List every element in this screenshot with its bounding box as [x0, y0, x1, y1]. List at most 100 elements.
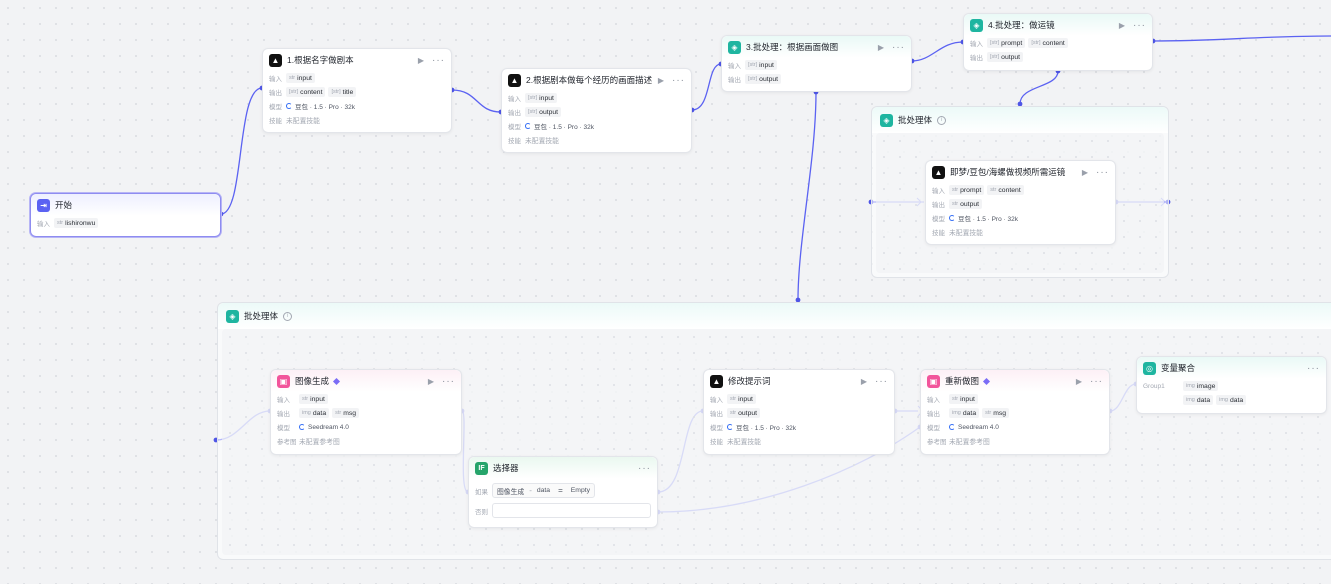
- input-label: 输入: [970, 41, 983, 48]
- model-value: 豆包 · 1.5 · Pro · 32k: [727, 422, 796, 432]
- else-label: 否则: [475, 508, 488, 516]
- batch-title: 批处理体: [898, 115, 933, 125]
- run-icon[interactable]: ▶: [657, 75, 664, 85]
- var-tag: [str]title: [328, 87, 357, 97]
- node-header: ▲ 1.根据名字做剧本 ▶ ···: [263, 49, 451, 71]
- aggregate-icon: ◎: [1143, 361, 1156, 375]
- run-icon[interactable]: ▶: [860, 376, 867, 386]
- input-label: 输入: [37, 221, 50, 228]
- more-icon[interactable]: ···: [432, 54, 445, 66]
- llm-icon: ▲: [710, 374, 723, 388]
- model-value: Seedream 4.0: [299, 424, 349, 431]
- more-icon[interactable]: ···: [1133, 19, 1146, 31]
- batch-header: ◈ 批处理体 i: [218, 303, 1331, 329]
- info-icon[interactable]: i: [283, 311, 293, 321]
- node-header: ▲ 修改提示词 ▶ ···: [704, 370, 894, 392]
- else-box[interactable]: [492, 503, 651, 518]
- run-icon[interactable]: ▶: [427, 376, 434, 386]
- batch-icon: ◈: [970, 18, 983, 32]
- node-selector[interactable]: IF 选择器 ··· 如果 图像生成- data = Empty 否则: [468, 456, 658, 528]
- more-icon[interactable]: ···: [1307, 362, 1320, 374]
- node-title: 1.根据名字做剧本: [287, 55, 354, 65]
- more-icon[interactable]: ···: [875, 375, 888, 387]
- more-icon[interactable]: ···: [1090, 375, 1103, 387]
- run-icon[interactable]: ▶: [1075, 376, 1082, 386]
- input-label: 输入: [932, 188, 945, 195]
- node-batch-camera[interactable]: ◈ 4.批处理：做运镜 ▶ ··· 输入 [str]prompt [str]co…: [963, 13, 1153, 71]
- node-title: 开始: [55, 200, 73, 210]
- node-scene-desc[interactable]: ▲ 2.根据剧本做每个经历的画面描述 ▶ ··· 输入 [str]input 输…: [501, 68, 692, 153]
- model-label: 模型: [927, 425, 940, 432]
- model-value: Seedream 4.0: [949, 424, 999, 431]
- output-label: 输出: [277, 411, 290, 418]
- skill-value: 未配置技能: [525, 138, 559, 145]
- var-tag: [str]input: [745, 60, 777, 70]
- info-icon[interactable]: i: [937, 115, 947, 125]
- condition-box[interactable]: 图像生成- data = Empty: [492, 483, 596, 498]
- input-label: 输入: [710, 397, 723, 404]
- more-icon[interactable]: ···: [1096, 166, 1109, 178]
- image-icon: ▣: [277, 374, 290, 388]
- run-icon[interactable]: ▶: [1081, 167, 1088, 177]
- skill-label: 技能: [508, 138, 521, 145]
- batch-icon: ◈: [880, 113, 893, 127]
- node-title: 图像生成: [295, 376, 330, 386]
- batch-icon: ◈: [226, 309, 239, 323]
- output-label: 输出: [710, 411, 723, 418]
- node-title: 变量聚合: [1161, 363, 1196, 373]
- if-icon: IF: [475, 461, 488, 475]
- input-label: 输入: [728, 63, 741, 70]
- more-icon[interactable]: ···: [638, 462, 651, 474]
- more-icon[interactable]: ···: [672, 74, 685, 86]
- batch-icon: ◈: [728, 40, 741, 54]
- more-icon[interactable]: ···: [892, 41, 905, 53]
- model-label: 模型: [710, 425, 723, 432]
- node-header: ▣ 图像生成 ▶ ···: [271, 370, 461, 392]
- skill-label: 技能: [269, 118, 282, 125]
- run-icon[interactable]: ▶: [1118, 20, 1125, 30]
- run-icon[interactable]: ▶: [877, 42, 884, 52]
- llm-icon: ▲: [269, 53, 282, 67]
- run-icon[interactable]: ▶: [417, 55, 424, 65]
- output-label: 输出: [508, 110, 521, 117]
- node-header: IF 选择器 ···: [469, 457, 657, 479]
- node-header: ◈ 4.批处理：做运镜 ▶ ···: [964, 14, 1152, 36]
- var-tag: [str]output: [987, 52, 1024, 62]
- output-label: 输出: [927, 411, 940, 418]
- batch-header: ◈ 批处理体 i: [872, 107, 1168, 133]
- var-tag: [str]output: [525, 107, 562, 117]
- model-value: 豆包 · 1.5 · Pro · 32k: [525, 121, 594, 131]
- seedream-icon: [299, 424, 305, 430]
- var-tag: [str]content: [286, 87, 326, 97]
- ref-value: 未配置参考图: [949, 439, 990, 446]
- skill-label: 技能: [932, 230, 945, 237]
- var-tag: [str]output: [745, 74, 782, 84]
- node-title: 4.批处理：做运镜: [988, 20, 1055, 30]
- output-label: 输出: [269, 90, 282, 97]
- node-title: 修改提示词: [728, 376, 771, 386]
- node-batch-image[interactable]: ◈ 3.批处理：根据画面做图 ▶ ··· 输入 [str]input 输出 [s…: [721, 35, 912, 92]
- var-tag: [str]input: [525, 93, 557, 103]
- more-icon[interactable]: ···: [442, 375, 455, 387]
- llm-icon: ▲: [508, 73, 521, 87]
- input-label: 输入: [269, 76, 282, 83]
- node-title: 2.根据剧本做每个经历的画面描述: [526, 75, 653, 85]
